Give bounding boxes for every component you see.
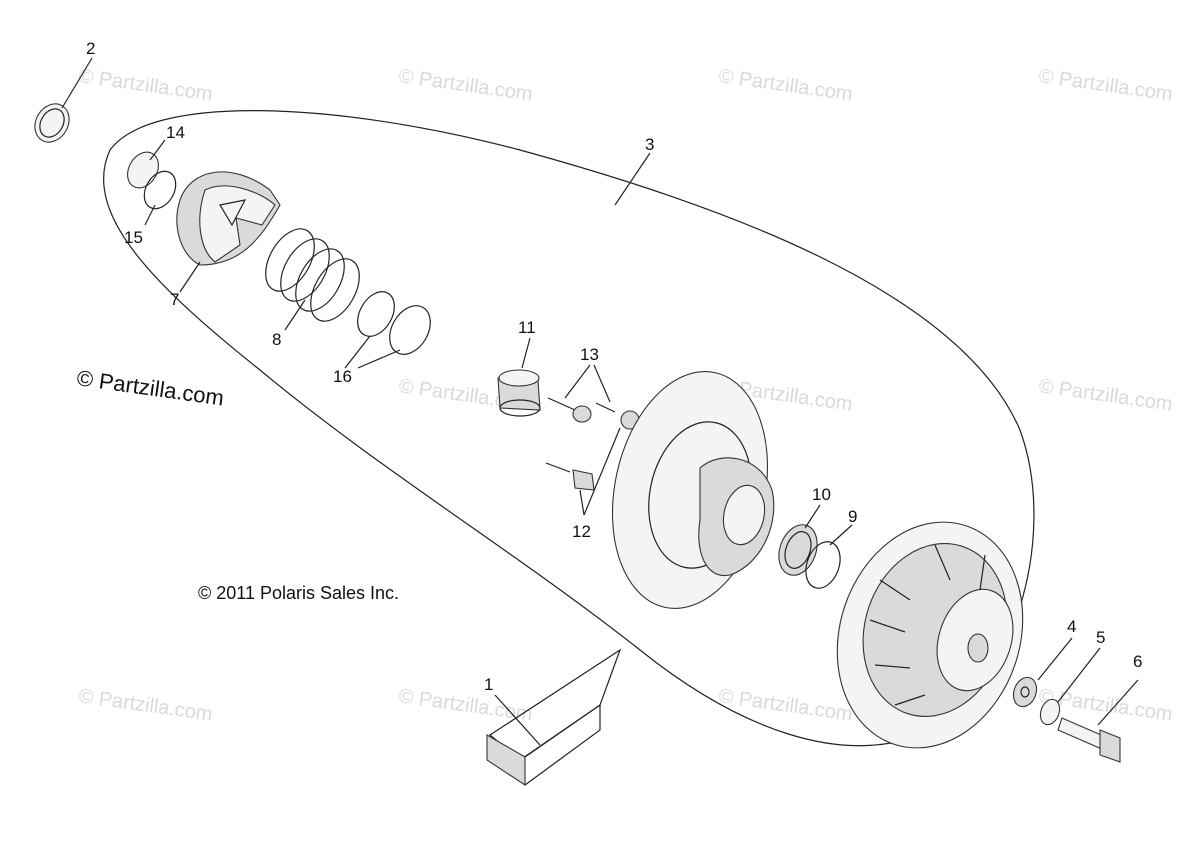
cam-part-7 [176,171,281,266]
callout-8: 8 [272,330,281,349]
ring-part-2-inner [39,108,65,138]
callout-11: 11 [518,318,536,337]
shim-part-16b [389,305,431,355]
bushing-part-11 [497,369,541,417]
callout-1: 1 [484,675,493,694]
belt-part-1 [486,648,622,787]
callout-7: 7 [170,290,179,309]
callout-16: 16 [333,367,352,386]
callout-12: 12 [572,522,591,541]
ring-part-2 [34,103,70,143]
callout-9: 9 [848,507,857,526]
watermark: © Partzilla.com [77,685,214,726]
washer-part-15 [143,170,177,210]
moveable-sheave [611,371,775,609]
washer-part-9 [805,541,841,589]
fixed-sheave [836,521,1024,749]
callout-6: 6 [1133,652,1142,671]
spring-part-8 [265,228,360,322]
watermark: © Partzilla.com [717,685,854,726]
washer-part-4 [1012,676,1038,708]
shim-part-16a [357,291,395,337]
spacer-part-5 [1039,698,1061,726]
watermark: © Partzilla.com [397,65,534,106]
bushing-part-10 [778,524,818,576]
watermark: © Partzilla.com [1037,375,1174,416]
callout-5: 5 [1096,628,1105,647]
watermark: © Partzilla.com [1037,65,1174,106]
watermark: © Partzilla.com [77,65,214,106]
callout-labels: 2 14 15 3 7 8 16 11 13 12 10 9 4 5 6 1 [86,39,1142,694]
callout-15: 15 [124,228,143,247]
callout-4: 4 [1067,617,1076,636]
callout-2: 2 [86,39,95,58]
snap-ring-part-14 [127,151,159,189]
watermark: © Partzilla.com [717,65,854,106]
bolt-part-6 [1057,717,1121,763]
leader-lines [61,57,1139,746]
copyright-text: © 2011 Polaris Sales Inc. [198,583,399,603]
callout-10: 10 [812,485,831,504]
callout-3: 3 [645,135,654,154]
brand-text: © Partzilla.com [75,365,225,410]
screw-roller-part-12 [545,462,595,491]
screws-rollers-part-13 [547,397,640,430]
callout-14: 14 [166,123,185,142]
callout-13: 13 [580,345,599,364]
